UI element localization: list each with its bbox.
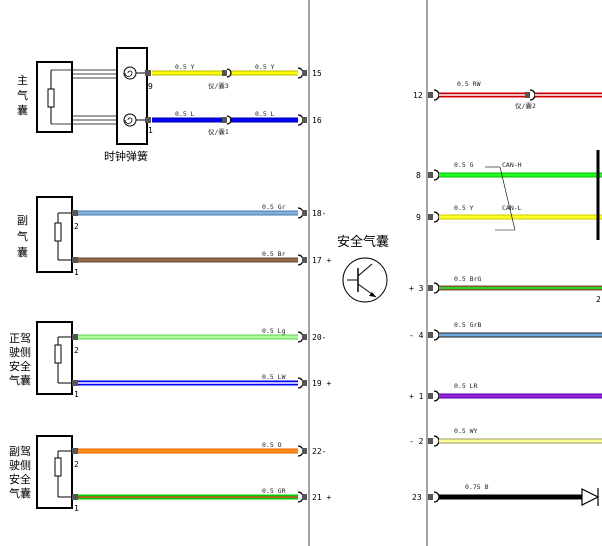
wire-20: 0.5 Lg bbox=[72, 327, 298, 340]
driver-side-airbag-pin-top: 2 bbox=[74, 346, 79, 355]
can-high-label: CAN-H bbox=[502, 161, 522, 169]
pin-label-4: - 4 bbox=[409, 331, 424, 340]
can-low-label: CAN-L bbox=[502, 204, 522, 212]
wire-spec-8: 0.5 G bbox=[454, 161, 474, 169]
pin-label-17: 17 + bbox=[312, 256, 331, 265]
main-airbag-label-3: 囊 bbox=[17, 103, 28, 117]
wire-17: 0.5 Br bbox=[72, 250, 298, 263]
passenger-side-airbag-pin-bottom: 1 bbox=[74, 504, 79, 513]
wire-2: 0.5 WY bbox=[439, 427, 602, 444]
wire-spec-16b: 0.5 L bbox=[255, 110, 275, 118]
pin-label-19: 19 + bbox=[312, 379, 331, 388]
passenger-airbag-label-2: 气 bbox=[17, 229, 28, 243]
wire-15: 0.5 Y 0.5 Y 仪/囊3 bbox=[152, 63, 298, 90]
wire-22: 0.5 O bbox=[72, 441, 298, 454]
pin-label-23: 23 bbox=[412, 493, 422, 502]
connector-label-c2: 仪/囊2 bbox=[515, 101, 536, 110]
wire-spec-19: 0.5 LW bbox=[262, 373, 286, 381]
pin-label-3: + 3 bbox=[409, 284, 424, 293]
passenger-side-airbag-label-3: 安全 bbox=[9, 472, 31, 486]
wire-spec-15b: 0.5 Y bbox=[255, 63, 275, 71]
wire-16: 0.5 L 0.5 L 仪/囊1 bbox=[152, 110, 298, 136]
pin-label-15: 15 bbox=[312, 69, 322, 78]
wire-9: 0.5 Y bbox=[439, 204, 602, 220]
wire-4: 0.5 GrB bbox=[439, 321, 602, 338]
wire-spec-16a: 0.5 L bbox=[175, 110, 195, 118]
passenger-side-airbag-label-4: 气囊 bbox=[9, 486, 31, 500]
pin-stub-cs9 bbox=[145, 70, 151, 76]
wire-spec-15a: 0.5 Y bbox=[175, 63, 195, 71]
clock-spring-pin-bottom: 1 bbox=[148, 126, 153, 135]
left-terminals bbox=[297, 67, 307, 503]
pin-label-21: 21 + bbox=[312, 493, 331, 502]
pin-label-22: 22- bbox=[312, 447, 326, 456]
pin-label-8: 8 bbox=[416, 171, 421, 180]
clock-spring-label: 时钟弹簧 bbox=[104, 149, 148, 163]
module-label: 安全气囊 bbox=[337, 234, 389, 250]
wire-21: 0.5 GR bbox=[72, 487, 298, 500]
inline-connector-c1 bbox=[222, 115, 232, 125]
driver-side-airbag-pin-bottom: 1 bbox=[74, 390, 79, 399]
wire-spec-18: 0.5 Gr bbox=[262, 203, 286, 211]
edge-label: 2 bbox=[596, 295, 601, 304]
pin-label-2: - 2 bbox=[409, 437, 424, 446]
wire-spec-23: 0.75 B bbox=[465, 483, 489, 491]
pin-label-9: 9 bbox=[416, 213, 421, 222]
passenger-airbag-label-1: 副 bbox=[17, 214, 28, 227]
wire-spec-3: 0.5 BrG bbox=[454, 275, 481, 283]
passenger-side-airbag-pin-top: 2 bbox=[74, 460, 79, 469]
driver-side-airbag-label-3: 安全 bbox=[9, 359, 31, 373]
passenger-side-airbag-label-2: 驶侧 bbox=[9, 458, 31, 472]
wire-spec-12: 0.5 RW bbox=[457, 80, 481, 88]
wire-19: 0.5 LW bbox=[72, 373, 298, 386]
can-bus-annotation: CAN-H CAN-L bbox=[485, 150, 600, 240]
wire-spec-4: 0.5 GrB bbox=[454, 321, 481, 329]
wire-spec-1: 0.5 LR bbox=[454, 382, 478, 390]
passenger-airbag-label-3: 囊 bbox=[17, 245, 28, 259]
wire-spec-21: 0.5 GR bbox=[262, 487, 286, 495]
clock-spring-pin-top: 9 bbox=[148, 82, 153, 91]
driver-side-airbag-label-4: 气囊 bbox=[9, 373, 31, 387]
wire-spec-20: 0.5 Lg bbox=[262, 327, 286, 335]
pin-label-16: 16 bbox=[312, 116, 322, 125]
connector-label-c1: 仪/囊1 bbox=[208, 127, 229, 136]
passenger-airbag: 副 气 囊 2 1 bbox=[17, 196, 79, 277]
pin-stub-cs1 bbox=[145, 117, 151, 123]
right-terminals bbox=[428, 89, 440, 503]
wire-3: 0.5 BrG bbox=[439, 275, 602, 291]
pin-label-18: 18- bbox=[312, 209, 326, 218]
driver-side-airbag-label-1: 正驾 bbox=[9, 332, 31, 345]
wire-spec-9: 0.5 Y bbox=[454, 204, 474, 212]
connector-label-c3: 仪/囊3 bbox=[208, 81, 229, 90]
passenger-side-airbag-label-1: 副驾 bbox=[9, 445, 31, 458]
wire-8: 0.5 G bbox=[439, 161, 602, 178]
main-airbag-label-1: 主 bbox=[17, 74, 28, 87]
pin-label-1: + 1 bbox=[409, 392, 424, 401]
wire-spec-2: 0.5 WY bbox=[454, 427, 478, 435]
clock-spring: 9 1 时钟弹簧 bbox=[104, 47, 153, 163]
wire-12: 0.5 RW 仪/囊2 bbox=[439, 80, 602, 110]
pin-label-12: 12 bbox=[413, 91, 423, 100]
wire-spec-17: 0.5 Br bbox=[262, 250, 286, 258]
wire-23: 0.75 B bbox=[439, 483, 600, 506]
passenger-side-airbag: 副驾 驶侧 安全 气囊 2 1 bbox=[9, 435, 79, 513]
driver-side-airbag: 正驾 驶侧 安全 气囊 2 1 bbox=[9, 321, 79, 399]
driver-side-airbag-label-2: 驶侧 bbox=[9, 345, 31, 359]
wire-18: 0.5 Gr bbox=[72, 203, 298, 216]
passenger-airbag-pin-top: 2 bbox=[74, 222, 79, 231]
transistor-icon bbox=[342, 257, 388, 303]
wire-spec-22: 0.5 O bbox=[262, 441, 282, 449]
passenger-airbag-pin-bottom: 1 bbox=[74, 268, 79, 277]
inline-connector-c3 bbox=[222, 68, 232, 78]
main-airbag-label-2: 气 bbox=[17, 88, 28, 102]
pin-label-20: 20- bbox=[312, 333, 326, 342]
main-airbag: 主 气 囊 bbox=[17, 61, 117, 133]
wire-1: 0.5 LR bbox=[439, 382, 602, 399]
